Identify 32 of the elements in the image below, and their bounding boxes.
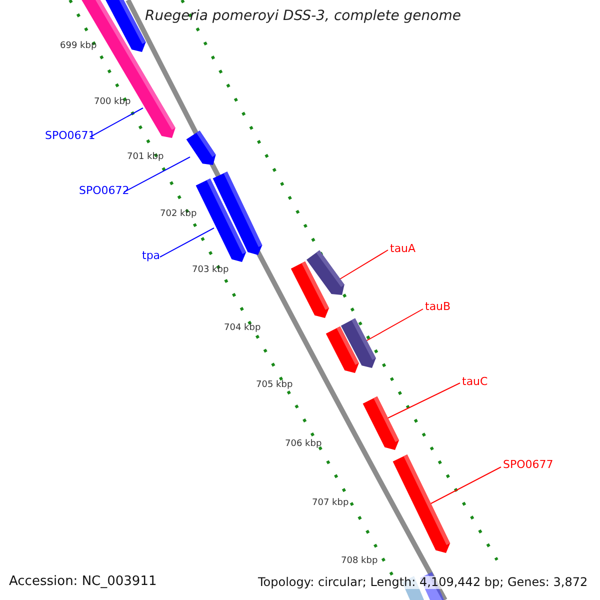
gene-feature	[340, 318, 376, 368]
position-label: 701 kbp	[127, 153, 164, 163]
leader-line	[366, 308, 424, 342]
gene-label: tauB	[425, 301, 451, 314]
position-label: 702 kbp	[160, 210, 197, 220]
leader-line	[430, 466, 502, 504]
title: Ruegeria pomeroyi DSS-3, complete genome	[145, 9, 461, 24]
gene-label: SPO0672	[79, 185, 130, 198]
footer-text: Topology: circular; Length: 4,109,442 bp; Genes: 3,872	[258, 576, 588, 590]
gene-label: tauA	[390, 243, 416, 256]
position-label: 699 kbp	[60, 42, 97, 52]
gene-label: SPO0671	[45, 130, 96, 142]
gene-label: tpa	[142, 250, 160, 262]
gene-feature	[392, 454, 450, 553]
gene-label: tauC	[462, 376, 488, 388]
position-label: 700 kbp	[94, 98, 131, 108]
leader-line	[90, 108, 144, 138]
leader-line	[388, 382, 460, 418]
position-label: 704 kbp	[224, 324, 261, 334]
gene-feature	[186, 130, 216, 165]
position-label: 703 kbp	[192, 266, 229, 276]
position-label: 705 kbp	[256, 381, 293, 391]
position-label: 708 kbp	[341, 557, 378, 567]
gene-label: SPO0677	[503, 459, 554, 472]
leader-line	[160, 228, 214, 258]
footer-text: Accession: NC_003911	[9, 575, 157, 590]
position-label: 706 kbp	[285, 440, 322, 450]
gene-feature	[362, 396, 399, 450]
leader-line	[340, 250, 388, 280]
position-label: 707 kbp	[312, 499, 349, 509]
gene-feature	[196, 178, 246, 262]
gene-feature	[306, 250, 344, 295]
